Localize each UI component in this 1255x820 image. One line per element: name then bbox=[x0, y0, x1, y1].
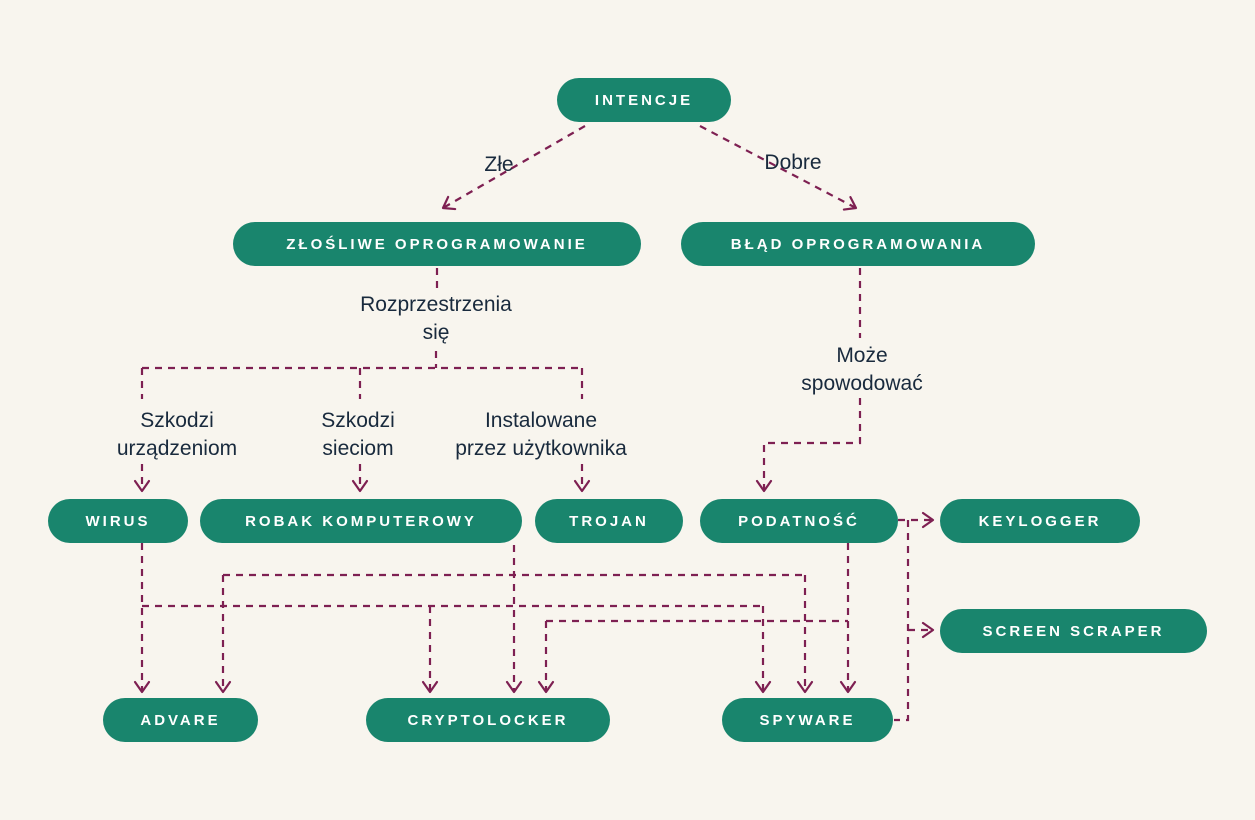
node-intencje: INTENCJE bbox=[557, 78, 731, 122]
edge-moze-to-podatnosc bbox=[755, 398, 862, 493]
edge-intencje-to-zlosliwe bbox=[441, 125, 586, 211]
node-advare: ADVARE bbox=[103, 698, 258, 742]
node-cryptolocker: CRYPTOLOCKER bbox=[366, 698, 610, 742]
edge-label-dobre: Dobre bbox=[764, 151, 822, 174]
node-podatnosc: PODATNOŚĆ bbox=[700, 499, 898, 543]
node-keylogger: KEYLOGGER bbox=[940, 499, 1140, 543]
edge-label-szkodzi-sieciom: Szkodzi sieciom bbox=[321, 409, 395, 460]
edge-label-moze-spowodowac: Może spowodować bbox=[801, 344, 923, 395]
node-blad-oprogramowania: BŁĄD OPROGRAMOWANIA bbox=[681, 222, 1035, 266]
edge-label-rozprzestrzenia-sie: Rozprzestrzenia się bbox=[360, 293, 512, 344]
node-trojan: TROJAN bbox=[535, 499, 683, 543]
edge-intencje-to-blad bbox=[699, 125, 858, 211]
edge-label-szkodzi-urzadzeniom: Szkodzi urządzeniom bbox=[116, 409, 238, 460]
node-robak-komputerowy: ROBAK KOMPUTEROWY bbox=[200, 499, 522, 543]
edge-label-instalowane-przez-uzytkownika: Instalowane przez użytkownika bbox=[455, 409, 627, 460]
edge-label-zle: Złe bbox=[484, 153, 514, 176]
node-spyware: SPYWARE bbox=[722, 698, 893, 742]
node-zlosliwe-oprogramowanie: ZŁOŚLIWE OPROGRAMOWANIE bbox=[233, 222, 641, 266]
node-screen-scraper: SCREEN SCRAPER bbox=[940, 609, 1207, 653]
node-wirus: WIRUS bbox=[48, 499, 188, 543]
edge-right-rail-down bbox=[894, 520, 910, 722]
